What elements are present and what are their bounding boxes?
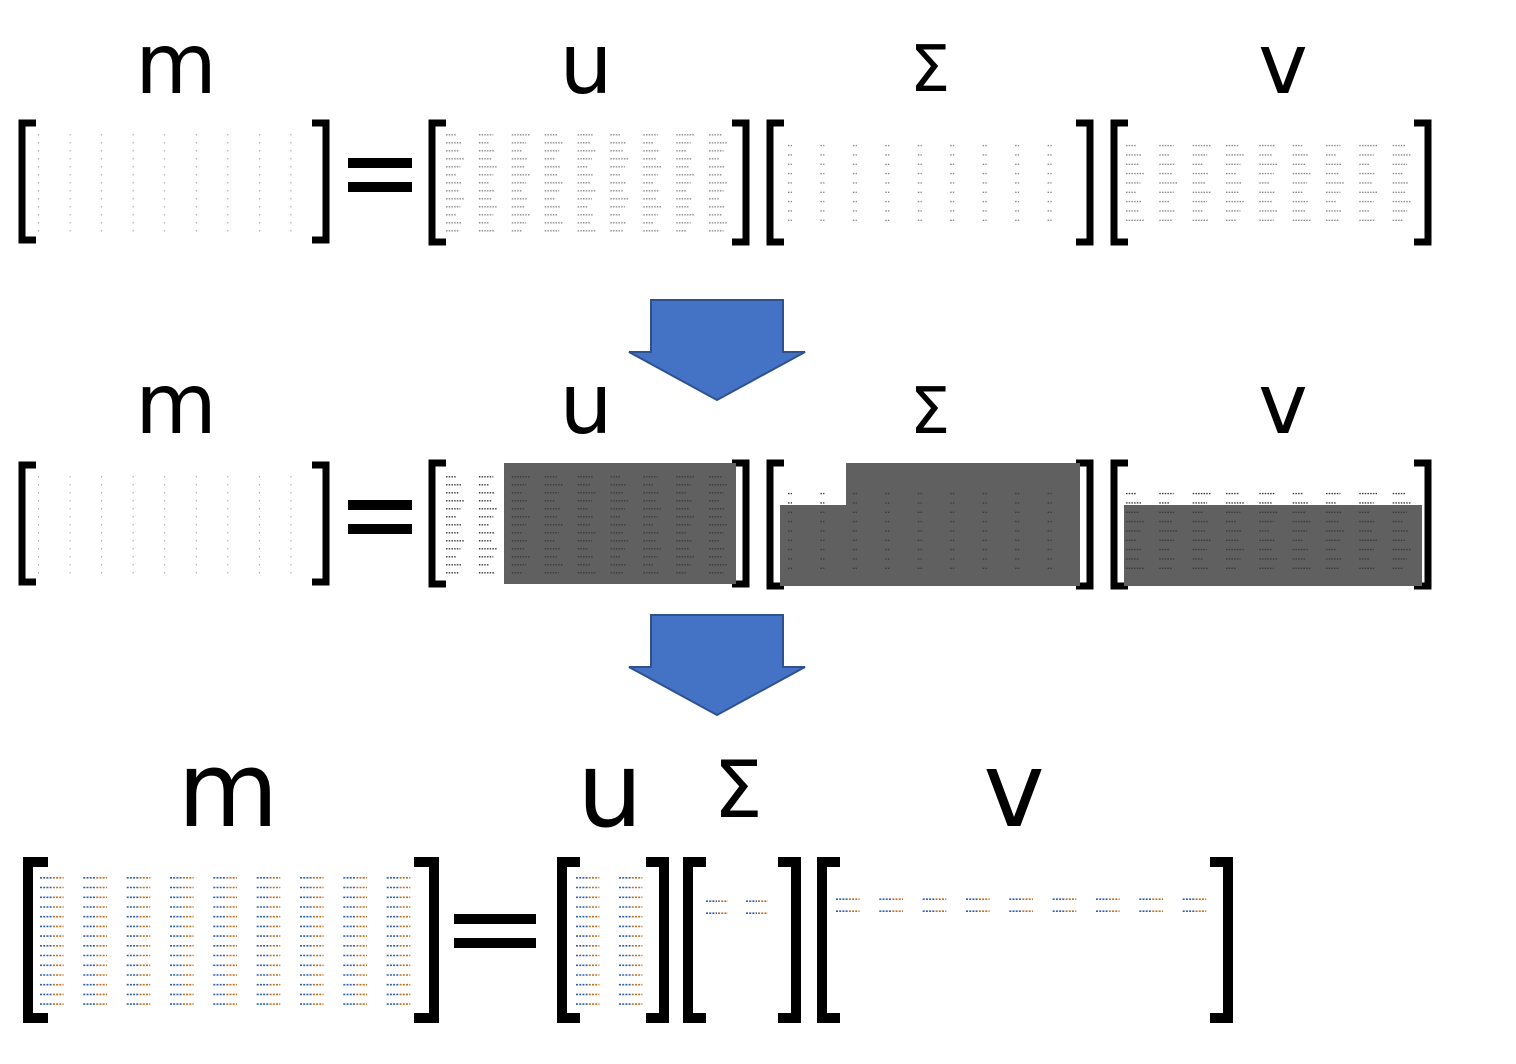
matrix-entries-orange: [848, 898, 1207, 912]
m-bracket-right-1: [312, 119, 330, 244]
m-bracket-right-2: [312, 461, 330, 586]
matrix-entries: [1126, 492, 1411, 569]
matrix-entries: [38, 476, 292, 574]
u-label-1: u: [559, 15, 613, 113]
sigma-bracket-left-3: [683, 857, 706, 1023]
v-bracket-left-2: [1110, 459, 1128, 590]
equals-bar-bottom: [348, 524, 412, 534]
sigma-matrix-1: [788, 144, 1052, 221]
m-label-1: m: [135, 15, 217, 113]
matrix-entries-blue: [836, 898, 1195, 912]
v-bracket-right-3: [1210, 857, 1233, 1023]
equals-sign-2: [348, 500, 412, 534]
sigma-bracket-right-2: [1076, 459, 1094, 590]
equals-bar-top: [454, 914, 536, 924]
u-bracket-left-2: [428, 459, 446, 588]
sigma-label-3: Σ: [713, 746, 763, 836]
v-label-3: v: [983, 729, 1045, 851]
matrix-entries: [788, 144, 1052, 221]
equals-sign-3: [454, 914, 536, 948]
m-matrix-3: [40, 877, 411, 1005]
sigma-bracket-right-3: [778, 857, 801, 1023]
matrix-entries-blue: [706, 900, 757, 914]
equals-bar-top: [348, 500, 412, 510]
u-discarded-columns: [504, 463, 736, 584]
equals-bar-bottom: [348, 182, 412, 192]
v-bracket-left-3: [817, 857, 840, 1023]
sigma-matrix-3: [706, 900, 768, 914]
sigma-bracket-left-2: [766, 459, 784, 590]
m-label-2: m: [135, 355, 217, 453]
v-bracket-right-1: [1414, 119, 1432, 246]
matrix-entries-orange: [588, 877, 643, 1005]
v-matrix-2: [1126, 492, 1411, 569]
v-matrix-3: [836, 898, 1207, 912]
matrix-entries-blue: [40, 877, 399, 1005]
matrix-entries-blue: [576, 877, 631, 1005]
v-matrix-1: [1126, 144, 1411, 221]
u-matrix-2: [446, 476, 728, 574]
u-bracket-left-3: [557, 857, 580, 1023]
m-bracket-left-2: [18, 461, 36, 586]
sigma-bracket-left-1: [766, 119, 784, 246]
m-bracket-left-3: [23, 857, 48, 1023]
sigma-bracket-right-1: [1076, 119, 1094, 246]
matrix-entries: [1126, 144, 1411, 221]
m-matrix-2: [38, 476, 292, 574]
sigma-label-2: Σ: [909, 375, 951, 449]
v-label-2: v: [1258, 355, 1308, 453]
v-label-1: v: [1258, 15, 1308, 113]
down-arrow-icon: [628, 299, 806, 402]
u-bracket-right-1: [732, 119, 750, 246]
u-bracket-left-1: [428, 119, 446, 246]
equals-bar-bottom: [454, 938, 536, 948]
m-matrix-1: [38, 134, 292, 232]
v-bracket-left-1: [1110, 119, 1128, 246]
u-matrix-3: [576, 877, 643, 1005]
u-matrix-1: [446, 134, 728, 232]
equals-bar-top: [348, 158, 412, 168]
u-label-2: u: [559, 355, 613, 453]
matrix-entries: [446, 476, 728, 574]
u-label-3: u: [577, 729, 643, 851]
u-bracket-right-3: [646, 857, 669, 1023]
m-label-3: m: [177, 729, 279, 851]
u-bracket-right-2: [732, 459, 750, 588]
v-discarded-rows: [1124, 505, 1422, 586]
sigma-discarded-region: [780, 463, 1080, 586]
matrix-entries: [446, 134, 728, 232]
m-bracket-right-3: [414, 857, 439, 1023]
down-arrow-icon: [628, 614, 806, 717]
m-bracket-left-1: [18, 119, 36, 244]
matrix-entries-orange: [718, 900, 768, 914]
sigma-label-1: Σ: [909, 33, 951, 107]
equals-sign-1: [348, 158, 412, 192]
matrix-entries-orange: [52, 877, 411, 1005]
matrix-entries: [38, 134, 292, 232]
